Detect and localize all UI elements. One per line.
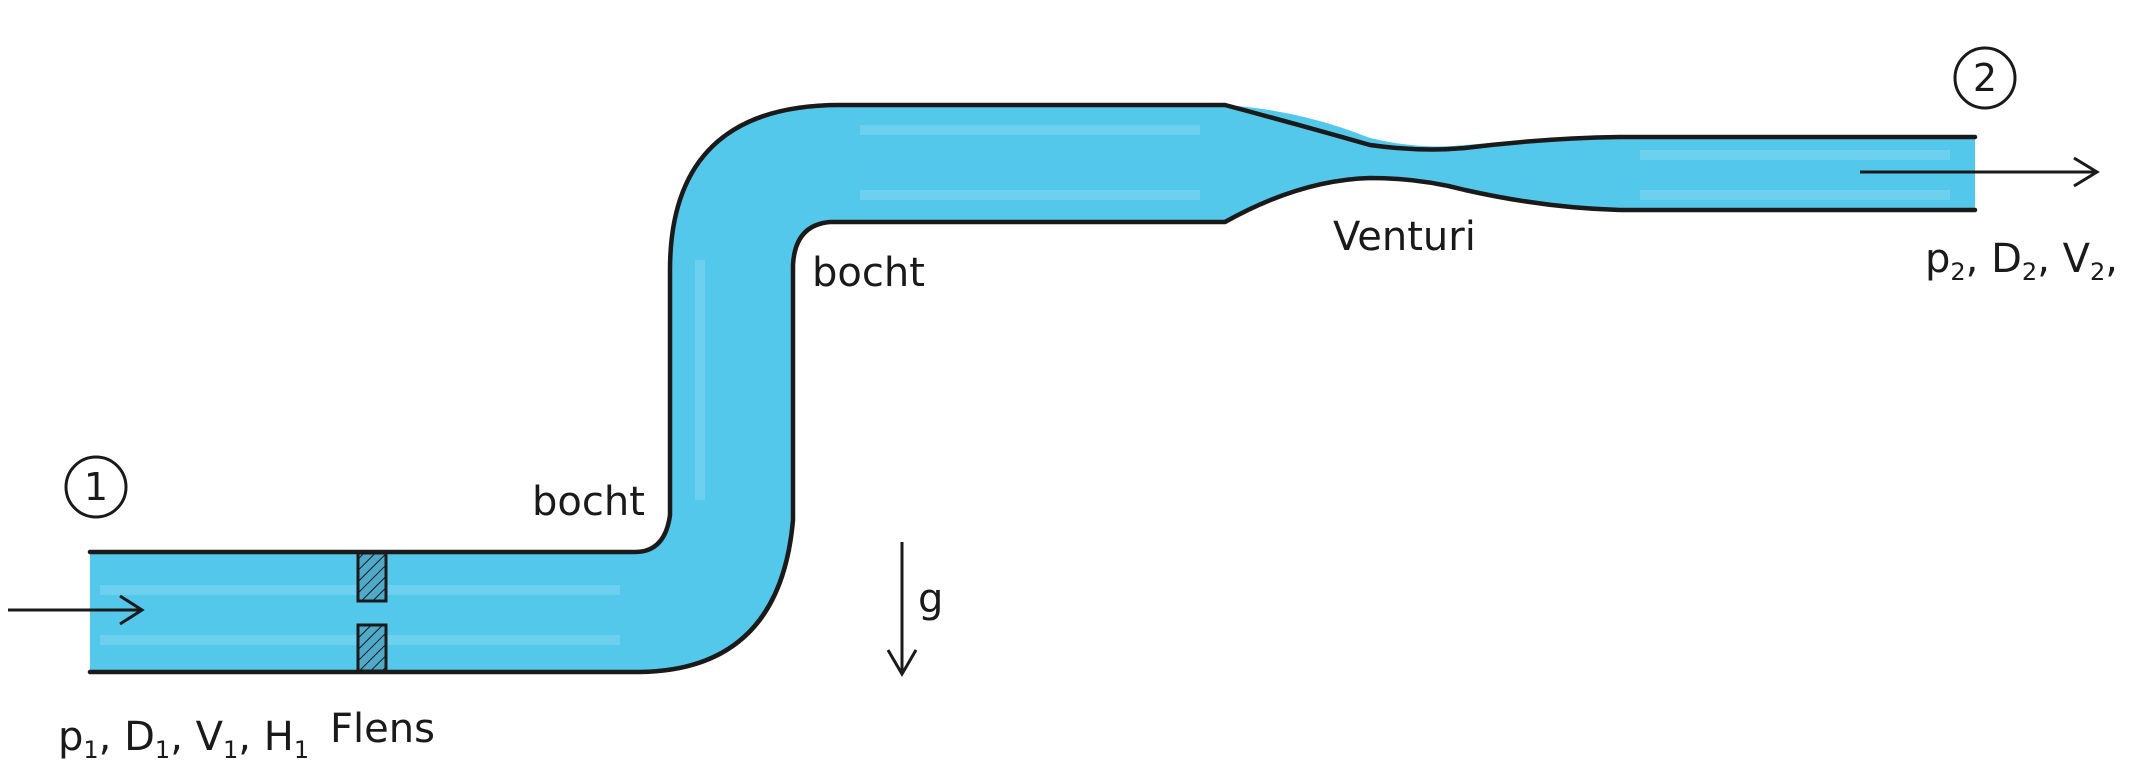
station-1-number: 1 xyxy=(84,465,108,509)
station-1-circle xyxy=(64,455,128,519)
inlet-flow-arrow xyxy=(8,594,145,626)
venturi-label: Venturi xyxy=(1333,214,1476,260)
pipe-outline-bottom xyxy=(87,175,1978,675)
bend-lower-label: bocht xyxy=(532,479,645,525)
flange-top xyxy=(356,551,388,603)
water-fill xyxy=(90,105,1975,672)
flange-label: Flens xyxy=(330,706,435,752)
pipe-outline-top xyxy=(87,102,1978,555)
station-2-circle xyxy=(1953,46,2017,110)
outlet-variables: p2, D2, V2, H2 xyxy=(1925,236,2134,286)
outlet-flow-arrow xyxy=(1860,156,2100,188)
gravity-label: g xyxy=(918,576,943,622)
gravity-arrow xyxy=(886,542,918,677)
bend-upper-label: bocht xyxy=(812,250,925,296)
inlet-variables: p1, D1, V1, H1 xyxy=(58,714,309,764)
station-2-number: 2 xyxy=(1973,56,1997,100)
flange-bottom xyxy=(356,623,388,673)
